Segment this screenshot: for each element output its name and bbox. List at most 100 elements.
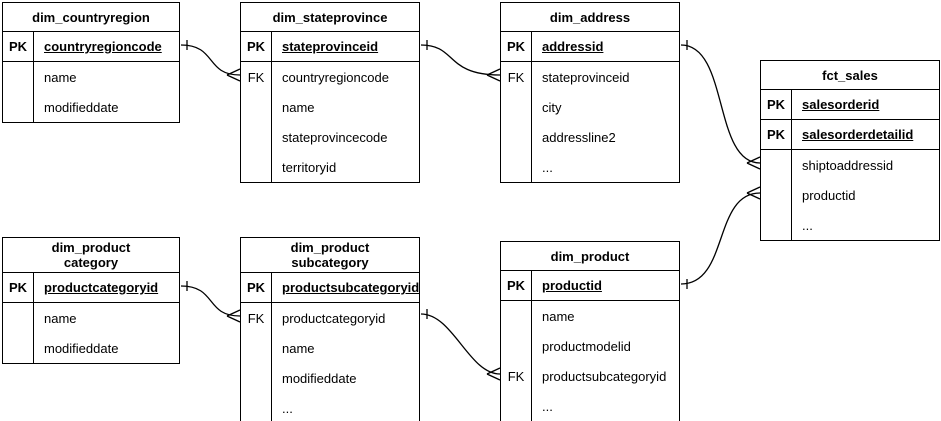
entity-title-line: dim_product: [550, 248, 630, 264]
entity-dim-productsubcategory[interactable]: dim_product subcategory PK productsubcat…: [240, 237, 420, 421]
key-cell: [241, 122, 272, 152]
entity-dim-stateprovince[interactable]: dim_stateprovince PK stateprovinceid FK …: [240, 2, 420, 183]
pk-label: PK: [761, 90, 792, 119]
entity-title-line: dim_product: [290, 240, 370, 255]
key-cell: [241, 363, 272, 393]
column-name: name: [44, 310, 77, 326]
table-row: name: [501, 301, 679, 331]
key-cell: [3, 303, 34, 333]
table-row: FK countryregioncode: [241, 62, 419, 92]
key-cell: [761, 150, 792, 180]
entity-title: dim_product subcategory: [241, 238, 419, 273]
table-row: FK productcategoryid: [241, 303, 419, 333]
column-name: salesorderid: [802, 97, 880, 112]
entity-title-line: dim_stateprovince: [272, 9, 388, 25]
table-row: modifieddate: [3, 333, 179, 363]
entity-title-line: dim_product: [51, 240, 131, 255]
table-row: PK salesorderid: [761, 90, 939, 120]
key-cell: [241, 152, 272, 182]
entity-title-line: subcategory: [291, 255, 369, 270]
pk-label: PK: [3, 273, 34, 302]
column-name: countryregioncode: [44, 39, 162, 54]
fk-label: FK: [501, 62, 532, 92]
edge-line: [420, 313, 501, 375]
pk-label: PK: [501, 271, 532, 300]
table-row: name: [3, 303, 179, 333]
entity-dim-product[interactable]: dim_product PK productid name productmod…: [500, 241, 680, 421]
entity-fct-sales[interactable]: fct_sales PK salesorderid PK salesorderd…: [760, 60, 940, 241]
key-cell: [241, 92, 272, 122]
relationship-stateprovince-address[interactable]: [420, 40, 501, 82]
key-cell: [3, 333, 34, 363]
fk-label: FK: [501, 361, 532, 391]
entity-title-line: category: [63, 255, 119, 270]
pk-label: PK: [3, 32, 34, 61]
many-marker: [746, 186, 761, 200]
entity-title: dim_address: [501, 3, 679, 32]
column-name: addressid: [542, 39, 604, 54]
column-name: countryregioncode: [282, 69, 389, 85]
key-cell: [761, 210, 792, 240]
column-name: productsubcategoryid: [282, 280, 419, 295]
entity-title: fct_sales: [761, 61, 939, 90]
column-name: modifieddate: [282, 370, 357, 386]
column-name: shiptoaddressid: [802, 157, 894, 173]
table-row: ...: [761, 210, 939, 240]
key-cell: [501, 331, 532, 361]
pk-label: PK: [761, 120, 792, 149]
table-row: productmodelid: [501, 331, 679, 361]
key-cell: [501, 122, 532, 152]
key-cell: [501, 301, 532, 331]
table-row: ...: [501, 152, 679, 182]
table-row: addressline2: [501, 122, 679, 152]
relationship-address-fctsales[interactable]: [680, 40, 761, 170]
table-row: PK addressid: [501, 32, 679, 62]
key-cell: [3, 62, 34, 92]
table-row: PK productsubcategoryid: [241, 273, 419, 303]
entity-title-line: dim_address: [549, 9, 631, 25]
pk-label: PK: [241, 273, 272, 302]
key-cell: [241, 393, 272, 421]
table-row: ...: [501, 391, 679, 421]
entity-dim-address[interactable]: dim_address PK addressid FK stateprovinc…: [500, 2, 680, 183]
column-name: ...: [542, 398, 553, 414]
column-name: ...: [802, 217, 813, 233]
edge-line: [180, 44, 241, 76]
relationship-countryregion-stateprovince[interactable]: [180, 40, 241, 82]
column-name: stateprovincecode: [282, 129, 388, 145]
column-name: modifieddate: [44, 340, 119, 356]
key-cell: [501, 391, 532, 421]
table-row: city: [501, 92, 679, 122]
column-name: name: [282, 340, 315, 356]
table-row: shiptoaddressid: [761, 150, 939, 180]
many-marker: [746, 156, 761, 170]
column-name: city: [542, 99, 562, 115]
column-name: addressline2: [542, 129, 616, 145]
table-row: modifieddate: [241, 363, 419, 393]
relationship-productsubcategory-product[interactable]: [420, 309, 501, 381]
entity-dim-productcategory[interactable]: dim_product category PK productcategoryi…: [2, 237, 180, 364]
relationship-product-fctsales[interactable]: [680, 186, 761, 289]
column-name: salesorderdetailid: [802, 127, 914, 142]
column-name: stateprovinceid: [542, 69, 630, 85]
entity-title: dim_stateprovince: [241, 3, 419, 32]
column-name: name: [282, 99, 315, 115]
entity-title: dim_countryregion: [3, 3, 179, 32]
column-name: stateprovinceid: [282, 39, 379, 54]
entity-title: dim_product category: [3, 238, 179, 273]
entity-title-line: fct_sales: [822, 67, 878, 83]
fk-label: FK: [241, 62, 272, 92]
table-row: name: [241, 333, 419, 363]
many-marker: [486, 367, 501, 381]
column-name: productid: [542, 278, 602, 293]
edge-line: [680, 44, 761, 164]
column-name: territoryid: [282, 159, 337, 175]
entity-dim-countryregion[interactable]: dim_countryregion PK countryregioncode n…: [2, 2, 180, 123]
relationship-productcategory-productsubcategory[interactable]: [180, 281, 241, 323]
key-cell: [761, 180, 792, 210]
column-name: productmodelid: [542, 338, 631, 354]
table-row: territoryid: [241, 152, 419, 182]
pk-label: PK: [241, 32, 272, 61]
